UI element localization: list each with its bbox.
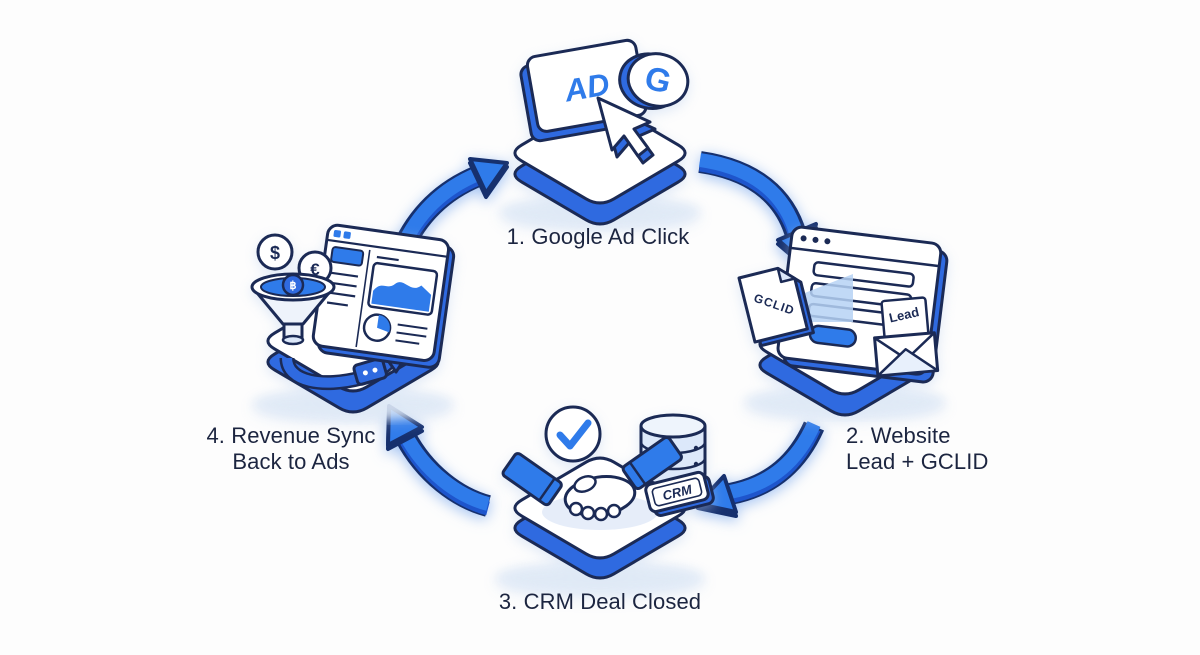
pie-chart bbox=[362, 313, 392, 342]
sync-path-arrow bbox=[279, 341, 417, 391]
funnel-coin-text: ฿ bbox=[290, 280, 297, 292]
ad-text: AD bbox=[561, 66, 612, 108]
website-lead-gclid-icon: GCLID Lead bbox=[737, 225, 949, 418]
step-label-crm-deal: 3. CRM Deal Closed bbox=[460, 589, 740, 615]
dollar-text: $ bbox=[270, 243, 280, 263]
lead-paper bbox=[880, 296, 930, 343]
window-dot bbox=[812, 236, 819, 243]
step-label-line: 2. Website bbox=[846, 423, 951, 448]
platform-top bbox=[266, 289, 440, 393]
crm-tag: CRM bbox=[644, 470, 715, 517]
flow-arrow-1-to-2 bbox=[698, 151, 818, 270]
platform-shadow bbox=[745, 386, 945, 418]
euro-text: € bbox=[310, 260, 320, 279]
flow-arrow-2-to-3 bbox=[696, 421, 825, 518]
window-dot bbox=[800, 235, 807, 242]
database-icon bbox=[639, 413, 707, 487]
line-chart bbox=[367, 261, 439, 316]
handshake-icon bbox=[501, 435, 683, 522]
window-dot bbox=[824, 238, 831, 245]
lead-text: Lead bbox=[888, 304, 921, 325]
platform-side bbox=[513, 122, 687, 226]
step-label-line: 4. Revenue Sync bbox=[206, 423, 376, 448]
check-mark-icon bbox=[556, 419, 592, 450]
dollar-coin bbox=[256, 233, 294, 271]
platform-side bbox=[758, 313, 932, 417]
check-circle bbox=[544, 405, 602, 463]
step-label-line: 1. Google Ad Click bbox=[506, 224, 690, 249]
step-label-line: Lead + GCLID bbox=[846, 449, 989, 474]
google-g-badge: G bbox=[618, 52, 690, 110]
form-field bbox=[807, 302, 890, 327]
crm-deal-closed-icon: CRM bbox=[496, 405, 715, 594]
revenue-funnel: $ € ฿ bbox=[250, 233, 336, 346]
inner-shadow bbox=[542, 494, 658, 530]
sync-connector bbox=[352, 357, 388, 386]
g-text: G bbox=[641, 58, 675, 100]
gclid-text: GCLID bbox=[752, 291, 797, 318]
platform-top bbox=[513, 456, 687, 560]
dashboard-window bbox=[311, 223, 456, 369]
flow-arrow-3-to-4 bbox=[386, 404, 492, 517]
window-dot bbox=[343, 231, 351, 239]
funnel-coin bbox=[281, 273, 305, 297]
form-field bbox=[812, 261, 915, 288]
browser-window bbox=[776, 225, 949, 384]
sidebar-tile bbox=[330, 246, 365, 267]
step-label-line: 3. CRM Deal Closed bbox=[498, 589, 702, 614]
crm-text: CRM bbox=[661, 481, 694, 503]
gclid-beam bbox=[787, 274, 853, 322]
form-field bbox=[809, 281, 913, 309]
euro-coin bbox=[297, 250, 333, 286]
chart-area bbox=[371, 282, 432, 312]
revenue-sync-icon: $ € ฿ bbox=[250, 223, 456, 420]
cursor-icon bbox=[596, 96, 657, 165]
platform-shadow bbox=[253, 388, 453, 420]
google-ad-click-icon: AD G bbox=[500, 38, 700, 228]
gclid-file: GCLID bbox=[737, 266, 815, 348]
window-dot bbox=[333, 229, 341, 238]
step-label-revenue-sync: 4. Revenue Sync Back to Ads bbox=[181, 423, 401, 475]
platform-top bbox=[758, 292, 932, 396]
platform-top bbox=[513, 101, 687, 205]
submit-button-shape bbox=[808, 324, 858, 348]
step-label-line: Back to Ads bbox=[232, 449, 350, 474]
pie-slice bbox=[377, 314, 390, 333]
lead-envelope: Lead bbox=[873, 296, 940, 378]
ad-board: AD bbox=[519, 38, 648, 143]
platform-side bbox=[513, 476, 687, 580]
platform-side bbox=[266, 310, 440, 414]
step-label-google-ad-click: 1. Google Ad Click bbox=[468, 224, 728, 250]
step-label-website-lead: 2. Website Lead + GCLID bbox=[846, 423, 1026, 475]
